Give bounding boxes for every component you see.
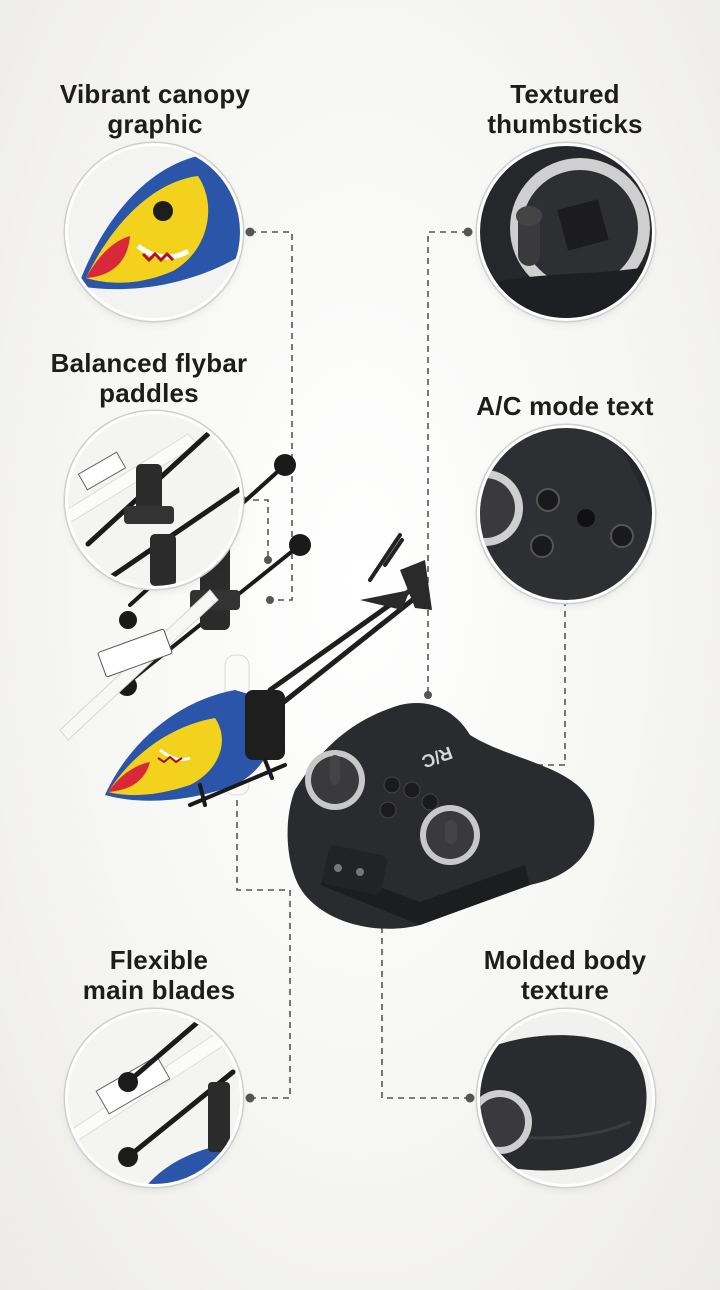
body-texture-callout-label: Molded body texture [483, 945, 647, 1005]
canopy-callout-label: Vibrant canopy graphic [59, 79, 251, 139]
flybar-callout-label: Balanced flybar paddles [50, 348, 248, 408]
mode-buttons-closeup-icon [480, 428, 652, 600]
canopy-graphic-closeup-icon [68, 146, 240, 318]
thumbsticks-callout-label: Textured thumbsticks [487, 79, 643, 139]
controller-body-closeup-icon [480, 1012, 652, 1184]
blades-callout-label: Flexible main blades [82, 945, 236, 1005]
mode-text-callout-label: A/C mode text [476, 391, 654, 421]
flybar-closeup-icon [68, 414, 240, 586]
controller-image: R/C [287, 703, 595, 929]
helicopter-image [59, 454, 432, 807]
thumbstick-closeup-icon [480, 146, 652, 318]
main-blades-closeup-icon [68, 1012, 240, 1184]
